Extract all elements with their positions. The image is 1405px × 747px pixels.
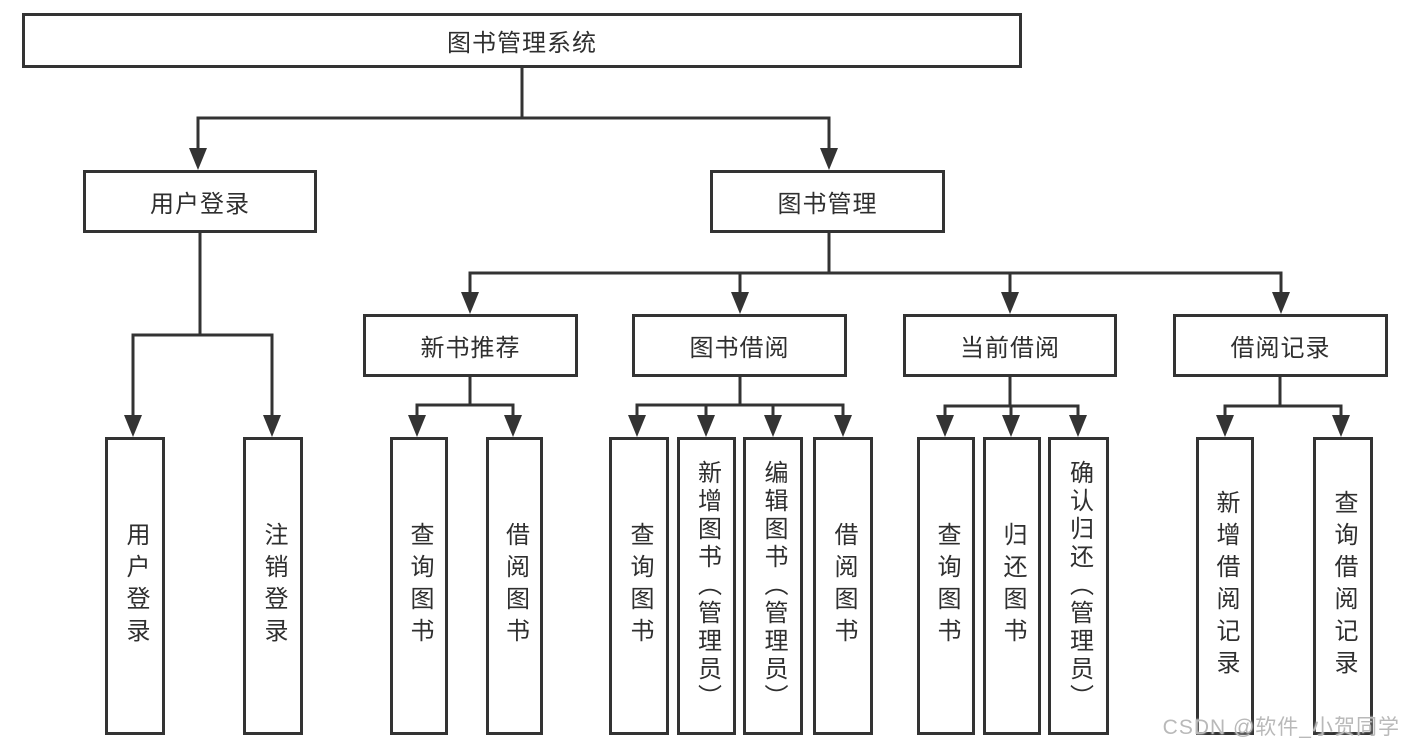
- leaf-records-query-record: 查询借阅记录: [1313, 437, 1373, 735]
- csdn-watermark: CSDN @软件_小贺同学: [1162, 716, 1400, 739]
- leaf-records-add-record: 新增借阅记录: [1196, 437, 1254, 735]
- leaf-current-return-books-label: 归还图书: [999, 522, 1026, 650]
- leaf-recommend-query-books-label: 查询图书: [406, 522, 433, 650]
- leaf-borrow-borrow-books: 借阅图书: [813, 437, 873, 735]
- node-borrow-records: 借阅记录: [1173, 314, 1388, 377]
- leaf-current-query-books-label: 查询图书: [933, 522, 960, 650]
- leaf-borrow-query-books-label: 查询图书: [626, 522, 653, 650]
- node-current-borrow-label: 当前借阅: [960, 335, 1060, 362]
- node-borrow-records-label: 借阅记录: [1230, 335, 1331, 362]
- leaf-records-add-record-label: 新增借阅记录: [1212, 490, 1239, 682]
- leaf-recommend-borrow-books: 借阅图书: [486, 437, 543, 735]
- leaf-borrow-edit-books-admin-label: 编辑图书（管理员）: [760, 460, 787, 712]
- node-book-management-label: 图书管理: [777, 191, 878, 218]
- node-current-borrow: 当前借阅: [903, 314, 1117, 377]
- leaf-current-return-books: 归还图书: [983, 437, 1041, 735]
- node-book-borrow: 图书借阅: [632, 314, 847, 377]
- leaf-borrow-add-books-admin: 新增图书（管理员）: [677, 437, 736, 735]
- leaf-borrow-add-books-admin-label: 新增图书（管理员）: [693, 460, 721, 712]
- leaf-logout: 注销登录: [243, 437, 303, 735]
- leaf-borrow-borrow-books-label: 借阅图书: [830, 522, 857, 650]
- node-new-book-recommend-label: 新书推荐: [420, 335, 521, 362]
- leaf-recommend-borrow-books-label: 借阅图书: [501, 522, 529, 650]
- leaf-borrow-edit-books-admin: 编辑图书（管理员）: [743, 437, 803, 735]
- node-root-system-label: 图书管理系统: [447, 30, 597, 57]
- leaf-user-login-label: 用户登录: [122, 522, 149, 650]
- leaf-current-query-books: 查询图书: [917, 437, 975, 735]
- node-book-management: 图书管理: [710, 170, 945, 233]
- leaf-borrow-query-books: 查询图书: [609, 437, 669, 735]
- leaf-logout-label: 注销登录: [260, 522, 287, 650]
- leaf-records-query-record-label: 查询借阅记录: [1330, 490, 1357, 682]
- node-user-login: 用户登录: [83, 170, 317, 233]
- leaf-current-confirm-return-admin: 确认归还（管理员）: [1048, 437, 1109, 735]
- leaf-user-login: 用户登录: [105, 437, 165, 735]
- node-root-system: 图书管理系统: [22, 13, 1022, 68]
- leaf-recommend-query-books: 查询图书: [390, 437, 448, 735]
- node-book-borrow-label: 图书借阅: [689, 335, 790, 362]
- node-new-book-recommend: 新书推荐: [363, 314, 578, 377]
- node-user-login-label: 用户登录: [150, 191, 250, 218]
- leaf-current-confirm-return-admin-label: 确认归还（管理员）: [1065, 460, 1093, 712]
